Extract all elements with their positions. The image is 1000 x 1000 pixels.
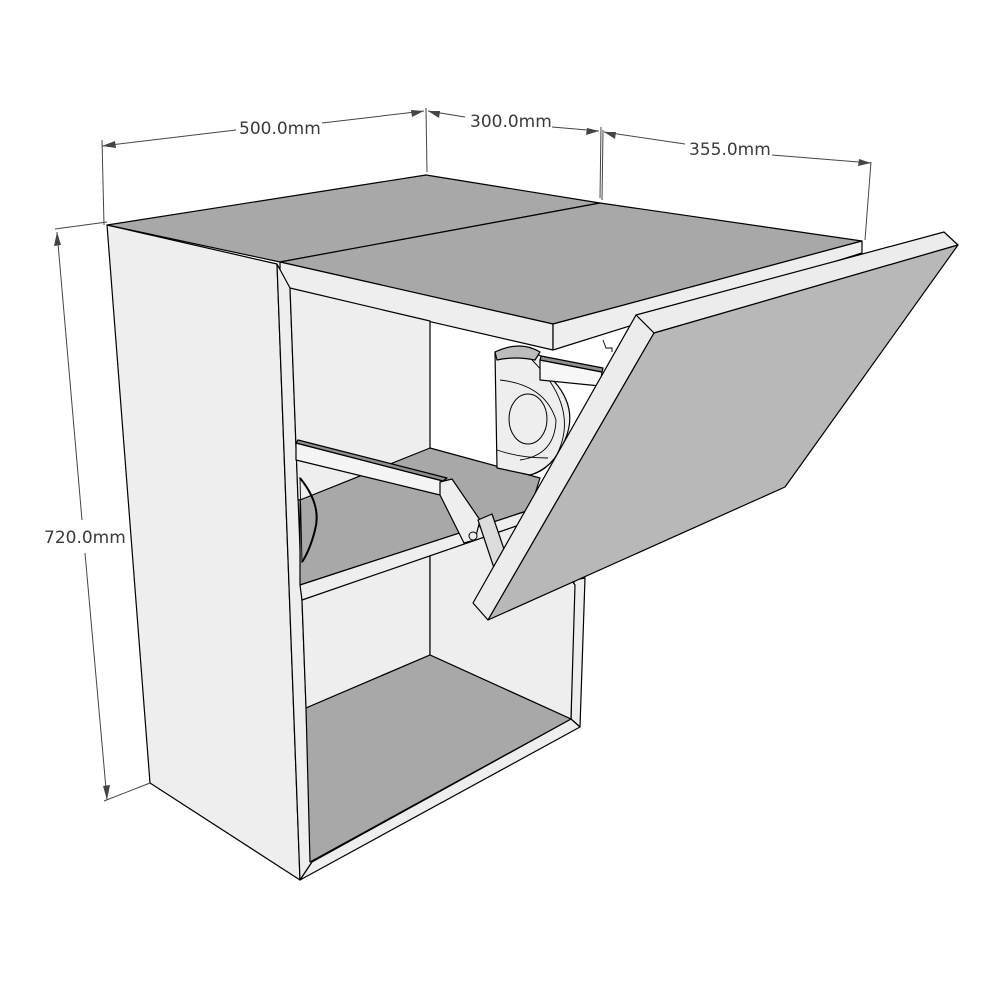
bottom-panel: [305, 654, 572, 863]
support-arm: [295, 439, 507, 569]
lift-up-door: [472, 231, 959, 621]
left-side-panel: [106, 224, 301, 881]
dimension-height: 720.0mm: [44, 221, 151, 802]
lift-mechanism: [494, 339, 613, 476]
dimension-annotations: 500.0mm 300.0mm 355.0mm: [44, 107, 872, 802]
width-label: 500.0mm: [239, 119, 321, 139]
door-projection-label: 355.0mm: [689, 140, 771, 160]
dimension-depth: 300.0mm: [427, 110, 604, 201]
dimension-width: 500.0mm: [101, 107, 428, 226]
dimension-door-projection: 355.0mm: [603, 131, 872, 241]
lift-mechanism-left: [299, 476, 318, 564]
depth-label: 300.0mm: [470, 112, 552, 132]
height-label: 720.0mm: [44, 528, 126, 548]
